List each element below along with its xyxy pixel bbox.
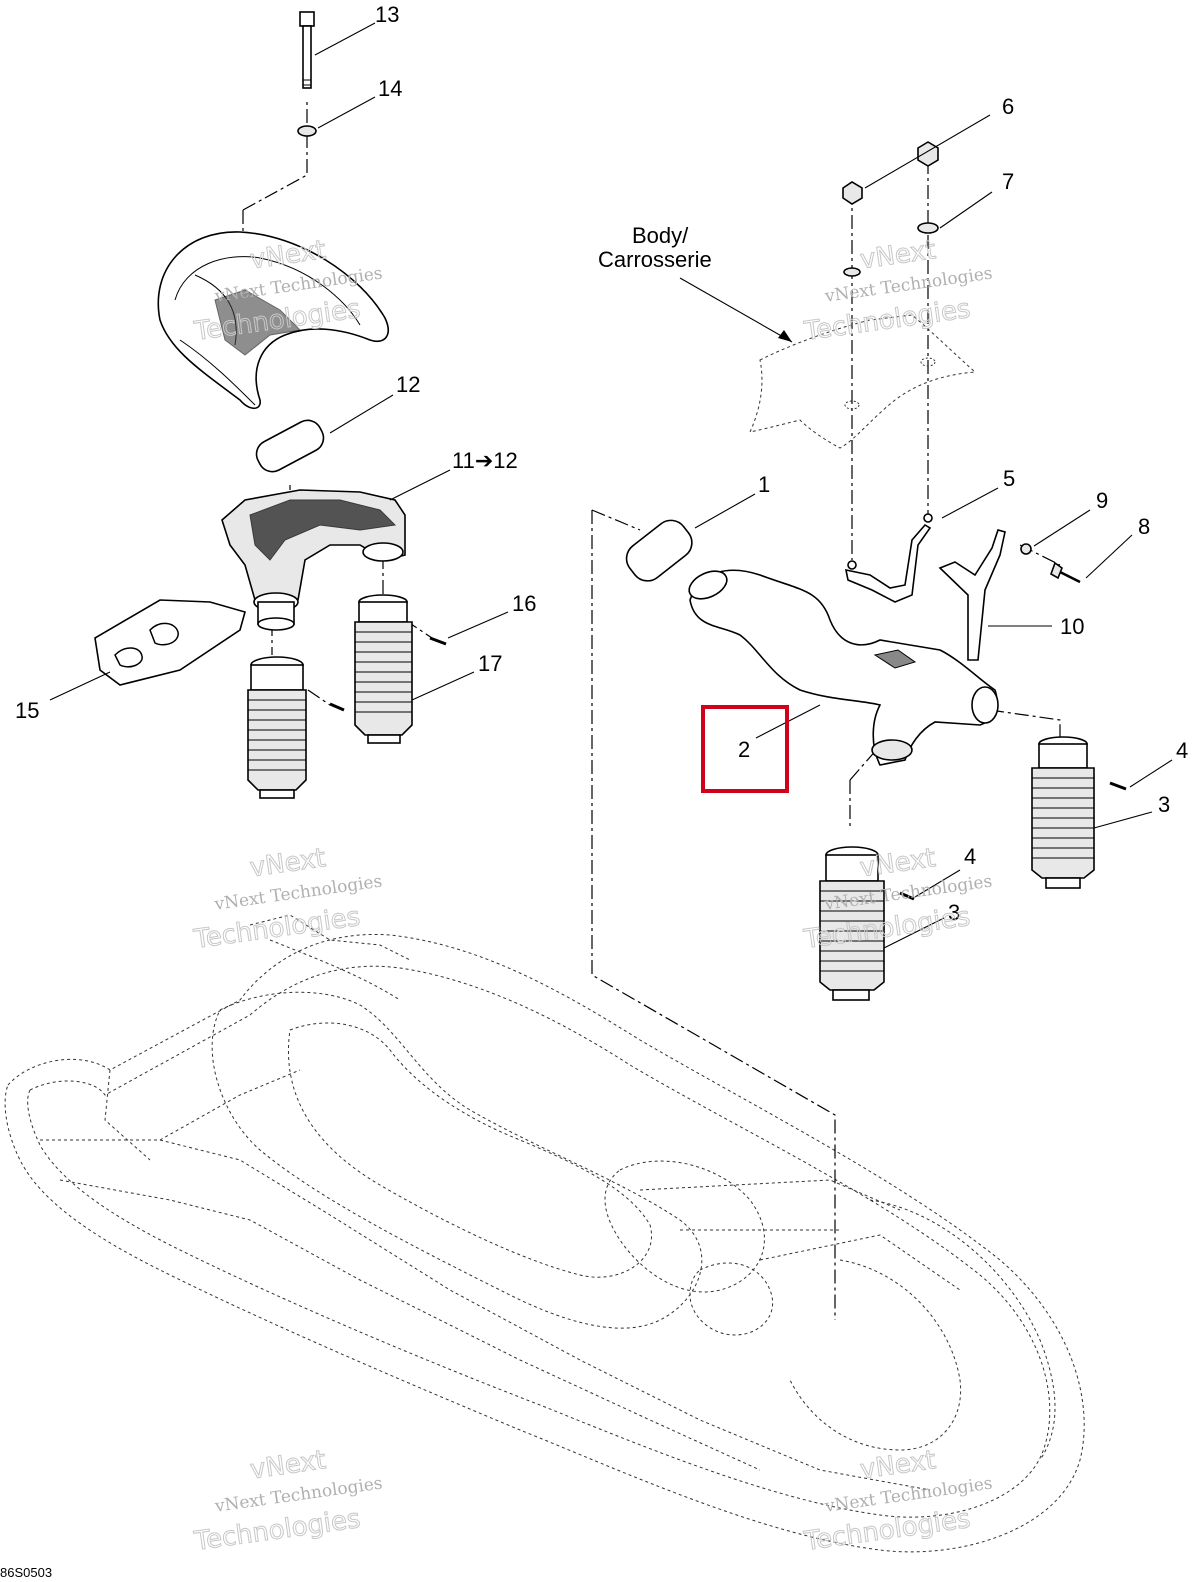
callout-7: 7 xyxy=(1002,169,1014,194)
watermark-6: vNext vNext Technologies Technologies xyxy=(801,1445,994,1558)
svg-text:vNext: vNext xyxy=(248,843,327,883)
callout-1: 1 xyxy=(758,472,770,497)
nuts-6 xyxy=(842,141,939,205)
bellows-left xyxy=(247,656,307,799)
watermark-2: vNext vNext Technologies Technologies xyxy=(801,235,994,348)
body-label-line1: Body/ xyxy=(632,223,689,248)
gasket-12 xyxy=(255,419,325,473)
svg-text:vNext: vNext xyxy=(248,1445,327,1485)
highlight-box-item-2 xyxy=(701,705,789,793)
reference-code: 86S0503 xyxy=(0,1565,52,1580)
rivet-8 xyxy=(1050,561,1081,584)
callout-13: 13 xyxy=(375,2,399,27)
callout-labels: 13 14 12 11➔12 16 17 15 6 7 1 5 9 8 10 2… xyxy=(15,2,1188,925)
callout-16: 16 xyxy=(512,591,536,616)
callout-2: 2 xyxy=(738,737,750,762)
callout-4-center: 4 xyxy=(964,844,976,869)
duct-2 xyxy=(688,569,999,766)
watermark-3: vNext vNext Technologies Technologies xyxy=(191,843,384,956)
watermark-5: vNext vNext Technologies Technologies xyxy=(191,1445,384,1558)
callout-8: 8 xyxy=(1138,514,1150,539)
strap-10 xyxy=(938,529,1006,661)
housing-11 xyxy=(221,489,406,631)
bracket-5 xyxy=(844,513,933,603)
washer-7b xyxy=(843,267,861,277)
bolt-13 xyxy=(299,11,315,89)
bellows-17 xyxy=(354,594,413,744)
body-label-line2: Carrosserie xyxy=(598,247,712,272)
bellows-3-center xyxy=(819,846,885,1001)
callout-5: 5 xyxy=(1003,466,1015,491)
callout-17: 17 xyxy=(478,651,502,676)
callout-3-center: 3 xyxy=(948,900,960,925)
plate-15 xyxy=(94,599,246,686)
cover-part xyxy=(157,231,389,410)
hull-outline xyxy=(4,914,1085,1553)
callout-14: 14 xyxy=(378,76,402,101)
callout-6: 6 xyxy=(1002,94,1014,119)
screws-4 xyxy=(899,781,1127,901)
leader-lines xyxy=(49,22,1173,949)
washer-7 xyxy=(917,222,939,234)
washer-14 xyxy=(297,125,317,137)
callout-11: 11➔12 xyxy=(452,448,518,473)
callout-9: 9 xyxy=(1096,488,1108,513)
screw-16 xyxy=(329,636,447,712)
callout-15: 15 xyxy=(15,698,39,723)
callout-3-right: 3 xyxy=(1158,792,1170,817)
bellows-3-right xyxy=(1031,736,1095,889)
gasket-1 xyxy=(625,519,693,582)
callout-10: 10 xyxy=(1060,614,1084,639)
callout-12: 12 xyxy=(396,372,420,397)
washer-9 xyxy=(1020,543,1032,555)
svg-text:vNext: vNext xyxy=(858,1445,937,1485)
svg-text:vNext: vNext xyxy=(858,235,937,275)
callout-4-right: 4 xyxy=(1176,738,1188,763)
